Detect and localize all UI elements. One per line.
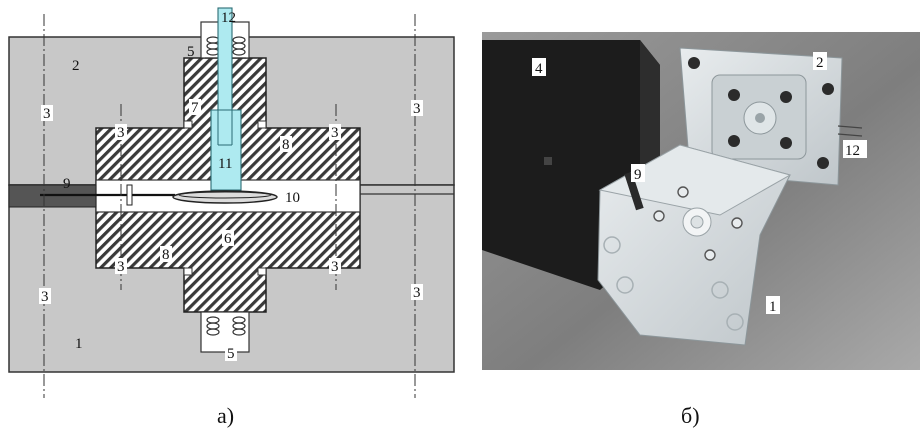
capillary-chamber (210, 109, 242, 191)
label-3-a: 3 (43, 106, 51, 122)
label-3-g: 3 (41, 289, 49, 305)
label-3-f: 3 (331, 259, 339, 275)
label-5-top: 5 (187, 44, 195, 60)
photo-label-9: 9 (634, 167, 642, 183)
label-8-right: 8 (282, 137, 290, 153)
caption-b: б) (681, 403, 700, 428)
cross-section-diagram: 12 2 5 1 3 3 3 3 3 3 3 (8, 7, 455, 398)
photo-label-4: 4 (535, 61, 543, 77)
spring-top (205, 36, 246, 59)
label-3-e: 3 (117, 259, 125, 275)
notch (183, 267, 193, 276)
label-7: 7 (191, 100, 199, 116)
label-3-d: 3 (413, 101, 421, 117)
notch (183, 120, 193, 129)
notch (257, 267, 267, 276)
photo-label-1: 1 (769, 299, 777, 315)
label-3-h: 3 (413, 285, 421, 301)
device-photo: 4 2 12 9 1 (482, 32, 920, 370)
label-9: 9 (63, 176, 71, 192)
label-6: 6 (224, 231, 232, 247)
spring-bottom (206, 316, 246, 336)
label-3-c: 3 (331, 125, 339, 141)
label-11: 11 (218, 156, 232, 172)
notch (257, 120, 267, 129)
label-2: 2 (72, 58, 80, 74)
label-3-b: 3 (117, 125, 125, 141)
label-10: 10 (285, 190, 300, 206)
label-8-left: 8 (162, 247, 170, 263)
label-12: 12 (221, 10, 236, 26)
membrane (172, 190, 278, 204)
photo-label-2: 2 (816, 55, 824, 71)
label-5-bottom: 5 (227, 346, 235, 362)
caption-a: а) (217, 403, 235, 428)
photo-label-12: 12 (845, 143, 860, 159)
marker (126, 184, 133, 206)
label-1: 1 (75, 336, 83, 352)
